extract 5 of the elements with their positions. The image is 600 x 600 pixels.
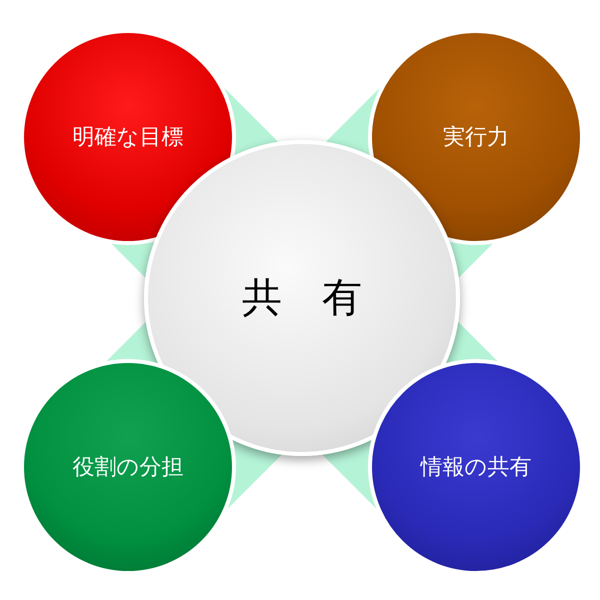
node-label: 明確な目標 bbox=[72, 124, 184, 152]
node-label: 役割の分担 bbox=[72, 454, 184, 482]
node-label: 共 有 bbox=[242, 274, 362, 323]
node-label: 実行力 bbox=[443, 124, 509, 152]
node-label: 情報の共有 bbox=[420, 454, 532, 482]
